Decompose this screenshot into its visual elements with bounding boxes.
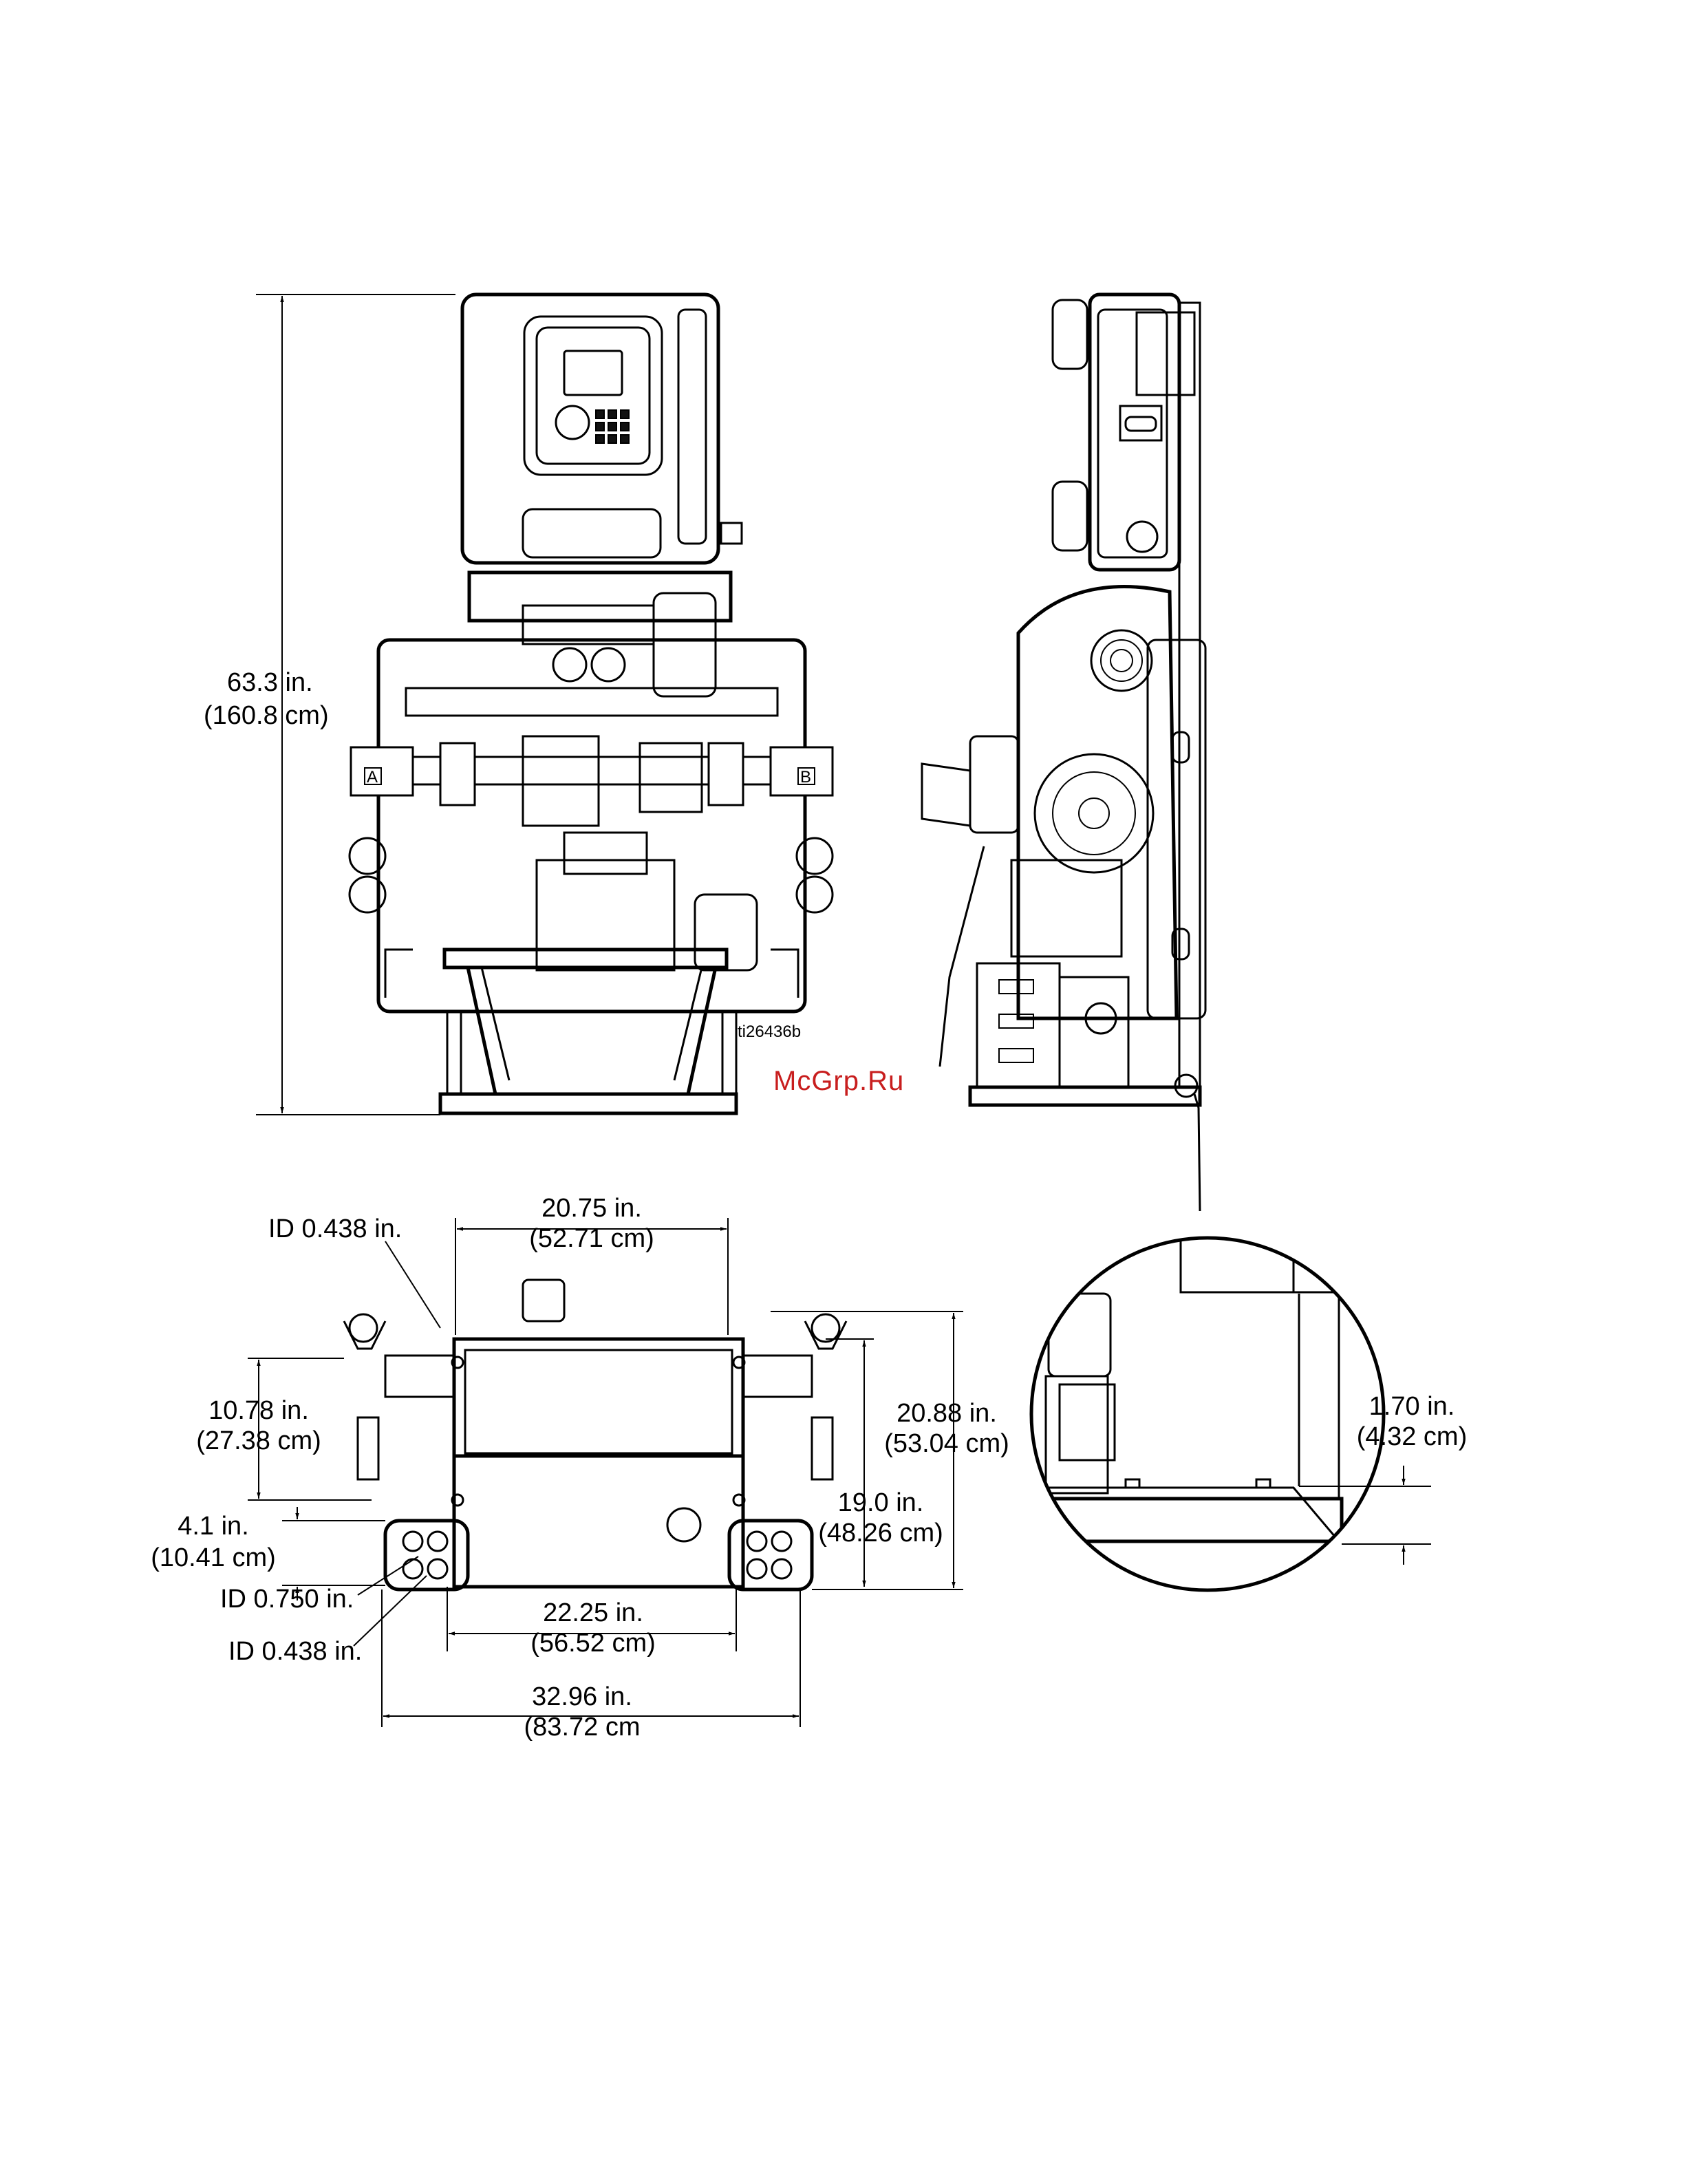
display-screen-icon bbox=[564, 351, 622, 395]
overall-height-imperial: 63.3 in. bbox=[227, 668, 313, 697]
detail-clearance-imperial: 1.70 in. bbox=[1369, 1392, 1455, 1421]
fitting-mid-id: ID 0.750 in. bbox=[220, 1585, 354, 1614]
left-lower-imperial: 4.1 in. bbox=[178, 1512, 249, 1541]
left-upper-imperial: 10.78 in. bbox=[208, 1396, 309, 1425]
base-width-imperial: 22.25 in. bbox=[543, 1598, 643, 1627]
side-label-a: A bbox=[367, 768, 378, 786]
keypad-icon bbox=[596, 410, 629, 443]
frame-width-imperial: 20.75 in. bbox=[541, 1194, 642, 1223]
left-upper-metric: (27.38 cm) bbox=[196, 1426, 321, 1455]
drawing-id: ti26436b bbox=[738, 1023, 801, 1041]
detail-view bbox=[1031, 1210, 1384, 1590]
top-view bbox=[344, 1280, 846, 1589]
fitting-top-id: ID 0.438 in. bbox=[268, 1214, 402, 1243]
watermark-text: McGrp.Ru bbox=[773, 1066, 904, 1096]
side-label-b: B bbox=[800, 768, 811, 786]
right-inner-imperial: 19.0 in. bbox=[838, 1488, 924, 1517]
overall-height-metric: (160.8 cm) bbox=[204, 701, 329, 730]
right-inner-metric: (48.26 cm) bbox=[818, 1519, 943, 1548]
pressure-gauge-a-icon bbox=[553, 648, 586, 681]
frame-width-metric: (52.71 cm) bbox=[529, 1224, 654, 1253]
fitting-bottom-id: ID 0.438 in. bbox=[228, 1637, 362, 1666]
right-outer-imperial: 20.88 in. bbox=[897, 1399, 997, 1428]
pressure-gauge-b-icon bbox=[592, 648, 625, 681]
left-lower-metric: (10.41 cm) bbox=[151, 1543, 276, 1572]
overall-width-metric: (83.72 cm bbox=[524, 1713, 641, 1742]
front-view: A B ti26436b bbox=[350, 295, 833, 1113]
detail-clearance-metric: (4.32 cm) bbox=[1357, 1422, 1467, 1451]
side-view bbox=[922, 295, 1205, 1211]
base-width-metric: (56.52 cm) bbox=[530, 1629, 656, 1658]
right-outer-metric: (53.04 cm) bbox=[884, 1429, 1009, 1458]
overall-width-imperial: 32.96 in. bbox=[532, 1682, 632, 1711]
